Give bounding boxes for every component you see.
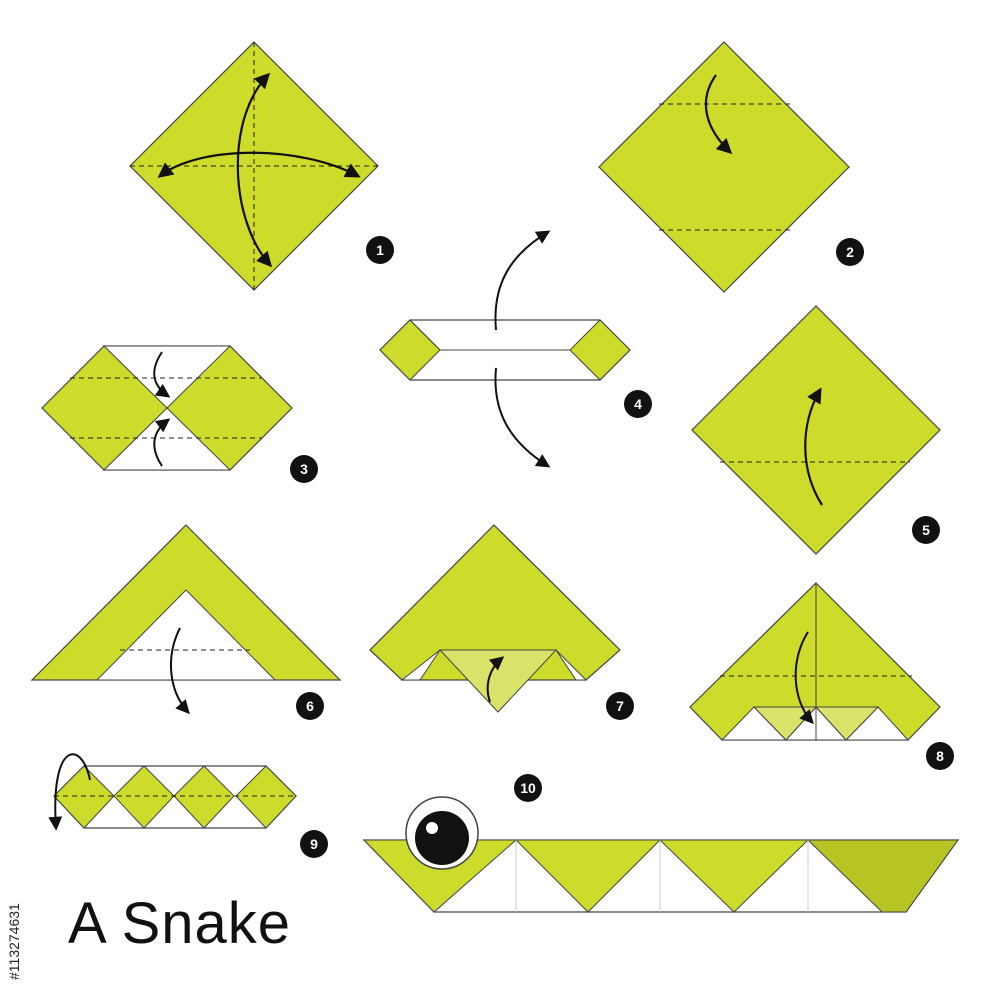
step-10-snake xyxy=(362,796,960,913)
step-4-diagram xyxy=(379,230,631,468)
step-7-diagram xyxy=(369,524,621,713)
step-4-badge: 4 xyxy=(624,390,652,418)
step-1-diagram xyxy=(129,41,379,291)
step-3-diagram xyxy=(41,345,293,471)
step-5-diagram xyxy=(691,305,941,555)
step-6-badge: 6 xyxy=(296,692,324,720)
page-title: A Snake xyxy=(68,891,292,956)
step-5-badge: 5 xyxy=(912,516,940,544)
step-1-badge: 1 xyxy=(366,236,394,264)
step-9-badge: 9 xyxy=(300,830,328,858)
step-9-diagram xyxy=(48,753,297,831)
step-2-diagram xyxy=(598,41,850,293)
step-3-badge: 3 xyxy=(290,455,318,483)
step-10-badge: 10 xyxy=(514,774,542,802)
step-8-diagram xyxy=(689,582,941,741)
image-id-label: #113274631 xyxy=(6,903,22,980)
step-6-diagram xyxy=(30,524,342,715)
step-2-badge: 2 xyxy=(836,238,864,266)
step-7-badge: 7 xyxy=(606,692,634,720)
snake-pupil xyxy=(415,811,469,865)
step-8-badge: 8 xyxy=(926,742,954,770)
